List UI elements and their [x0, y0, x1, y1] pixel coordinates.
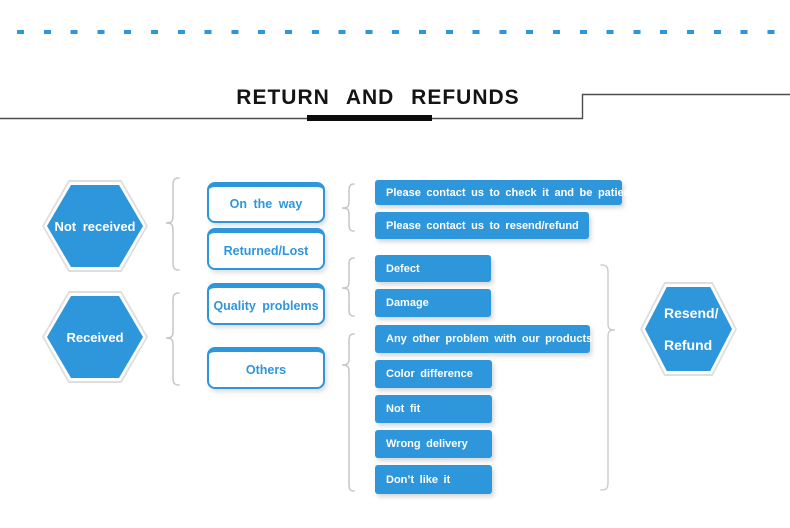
result-line-2: Refund	[664, 337, 713, 353]
action-box-check-patient: Please contact us to check it and be pat…	[375, 180, 634, 205]
category-label: Others	[245, 362, 287, 377]
brace-quality-problems	[341, 257, 355, 317]
action-box-damage: Damage	[375, 289, 491, 317]
hexagon-label: Not received	[47, 185, 143, 267]
action-box-wrong-delivery: Wrong delivery	[375, 430, 492, 458]
brace-on-the-way	[341, 183, 355, 232]
title-underline	[307, 115, 432, 121]
brace-others	[341, 333, 355, 492]
category-box-on-the-way: On the way	[207, 182, 325, 223]
action-box-dont-like-it: Don’t like it	[375, 465, 492, 494]
action-box-any-other-problem: Any other problem with our products	[375, 325, 593, 353]
action-label: Wrong delivery	[386, 438, 468, 450]
action-label: Color difference	[386, 368, 473, 380]
action-label: Don’t like it	[386, 473, 451, 486]
action-label: Please contact us to check it and be pat…	[386, 186, 635, 199]
action-label: Not fit	[386, 403, 421, 415]
category-label: Quality problems	[213, 298, 319, 313]
category-box-returned-lost: Returned/Lost	[207, 228, 325, 270]
result-line-1: Resend/	[664, 305, 719, 321]
hexagon-received: Received	[42, 291, 148, 383]
brace-not-received	[165, 177, 180, 271]
action-label: Defect	[386, 262, 420, 275]
category-label: Returned/Lost	[223, 243, 309, 258]
action-label: Damage	[386, 297, 429, 309]
action-box-defect: Defect	[375, 255, 491, 282]
action-label: Please contact us to resend/refund	[386, 219, 579, 232]
category-box-quality-problems: Quality problems	[207, 283, 325, 325]
hexagon-not-received: Not received	[42, 180, 148, 272]
hexagon-resend-refund: Resend/ Refund	[640, 282, 737, 376]
category-label: On the way	[229, 197, 303, 211]
category-box-others: Others	[207, 347, 325, 389]
brace-resend-refund	[600, 264, 616, 491]
hexagon-label: Resend/ Refund	[645, 287, 732, 371]
page-title: RETURN AND REFUNDS	[236, 86, 520, 109]
dashed-divider	[17, 30, 790, 34]
brace-received	[165, 292, 180, 386]
action-label: Any other problem with our products	[386, 333, 593, 345]
action-box-resend-refund: Please contact us to resend/refund	[375, 212, 589, 239]
action-box-not-fit: Not fit	[375, 395, 492, 423]
action-box-color-difference: Color difference	[375, 360, 492, 388]
